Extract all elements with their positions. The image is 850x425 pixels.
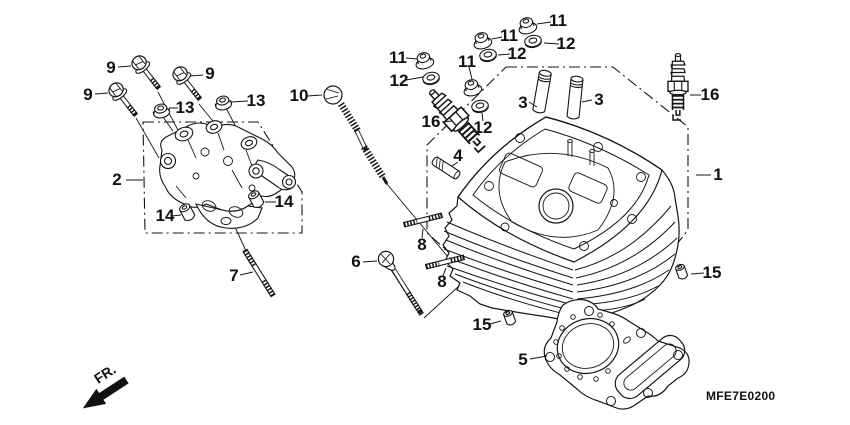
part-12-washer-drawing (421, 70, 442, 87)
part-11-cap-nut-drawing (470, 30, 494, 52)
fr-label: FR. (91, 361, 119, 387)
callout-11: 11 (500, 26, 518, 45)
part-15-grommet-drawing (674, 262, 689, 281)
part-11-cap-nut-drawing (460, 77, 484, 99)
part-9-bolt-drawing (105, 80, 142, 121)
part-13-nut-drawing (213, 94, 233, 112)
callout-11: 11 (389, 48, 407, 67)
part-3-valve-guide-drawing (531, 68, 553, 115)
callout-15: 15 (472, 315, 492, 334)
callout-8: 8 (417, 235, 427, 254)
part-10-stud-bolt-drawing (323, 85, 389, 185)
part-11-cap-nut-drawing (412, 50, 436, 72)
callout-15: 15 (702, 263, 722, 282)
callout-13: 13 (175, 98, 195, 117)
callout-12: 12 (389, 71, 409, 90)
part-3-valve-guide-drawing (566, 75, 584, 121)
part-1-cylinder-drawing (442, 116, 680, 321)
callout-11: 11 (458, 52, 476, 71)
callout-10: 10 (289, 86, 309, 105)
part-12-washer-drawing (478, 47, 498, 64)
callout-2: 2 (112, 170, 122, 189)
callout-12: 12 (507, 44, 527, 63)
part-6-flange-bolt-drawing (377, 250, 425, 317)
callout-16: 16 (700, 85, 720, 104)
part-8-stud-drawing (404, 215, 443, 225)
callout-12: 12 (473, 118, 493, 137)
part-12-washer-drawing (523, 33, 543, 50)
part-2-cylinder-head-drawing (159, 120, 297, 229)
callout-7: 7 (229, 266, 239, 285)
callout-6: 6 (351, 252, 361, 271)
part-4-dowel-drawing (431, 156, 461, 180)
callout-13: 13 (246, 91, 266, 110)
callout-12: 12 (556, 34, 576, 53)
callout-9: 9 (205, 64, 215, 83)
callout-11: 11 (549, 11, 567, 30)
callout-1: 1 (713, 165, 723, 184)
callout-3: 3 (518, 93, 528, 112)
part-13-nut-drawing (151, 102, 171, 120)
callout-14: 14 (274, 192, 294, 211)
part-12-washer-drawing (470, 98, 490, 115)
callout-9: 9 (106, 58, 116, 77)
callout-16: 16 (421, 112, 441, 131)
part-9-bolt-drawing (128, 53, 165, 94)
callout-4: 4 (453, 146, 463, 165)
fr-direction-arrow: FR. (82, 361, 129, 409)
callout-9: 9 (83, 85, 93, 104)
diagram-code: MFE7E0200 (706, 389, 776, 403)
callout-3: 3 (594, 90, 604, 109)
part-5-gasket-drawing (543, 298, 690, 410)
part-11-cap-nut-drawing (515, 15, 539, 37)
part-7-stud-drawing (242, 248, 276, 298)
callout-5: 5 (518, 350, 528, 369)
callout-leader-lines (94, 21, 711, 360)
group-box-rocker (142, 121, 303, 234)
callout-14: 14 (155, 206, 175, 225)
callout-8: 8 (437, 272, 447, 291)
part-16-spark-plug-drawing (668, 54, 688, 121)
